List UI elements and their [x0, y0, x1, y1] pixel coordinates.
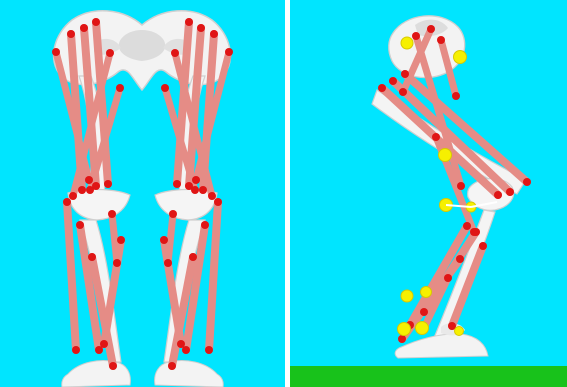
side-view-panel — [290, 0, 567, 387]
right-knee — [155, 189, 217, 220]
side-view-musculoskeletal-model — [290, 0, 567, 387]
ground-plane — [290, 366, 567, 387]
left-foot — [62, 361, 131, 387]
left-knee — [68, 189, 130, 220]
front-view-panel — [0, 0, 285, 387]
right-foot — [155, 361, 224, 387]
front-view-musculoskeletal-model — [0, 0, 285, 387]
